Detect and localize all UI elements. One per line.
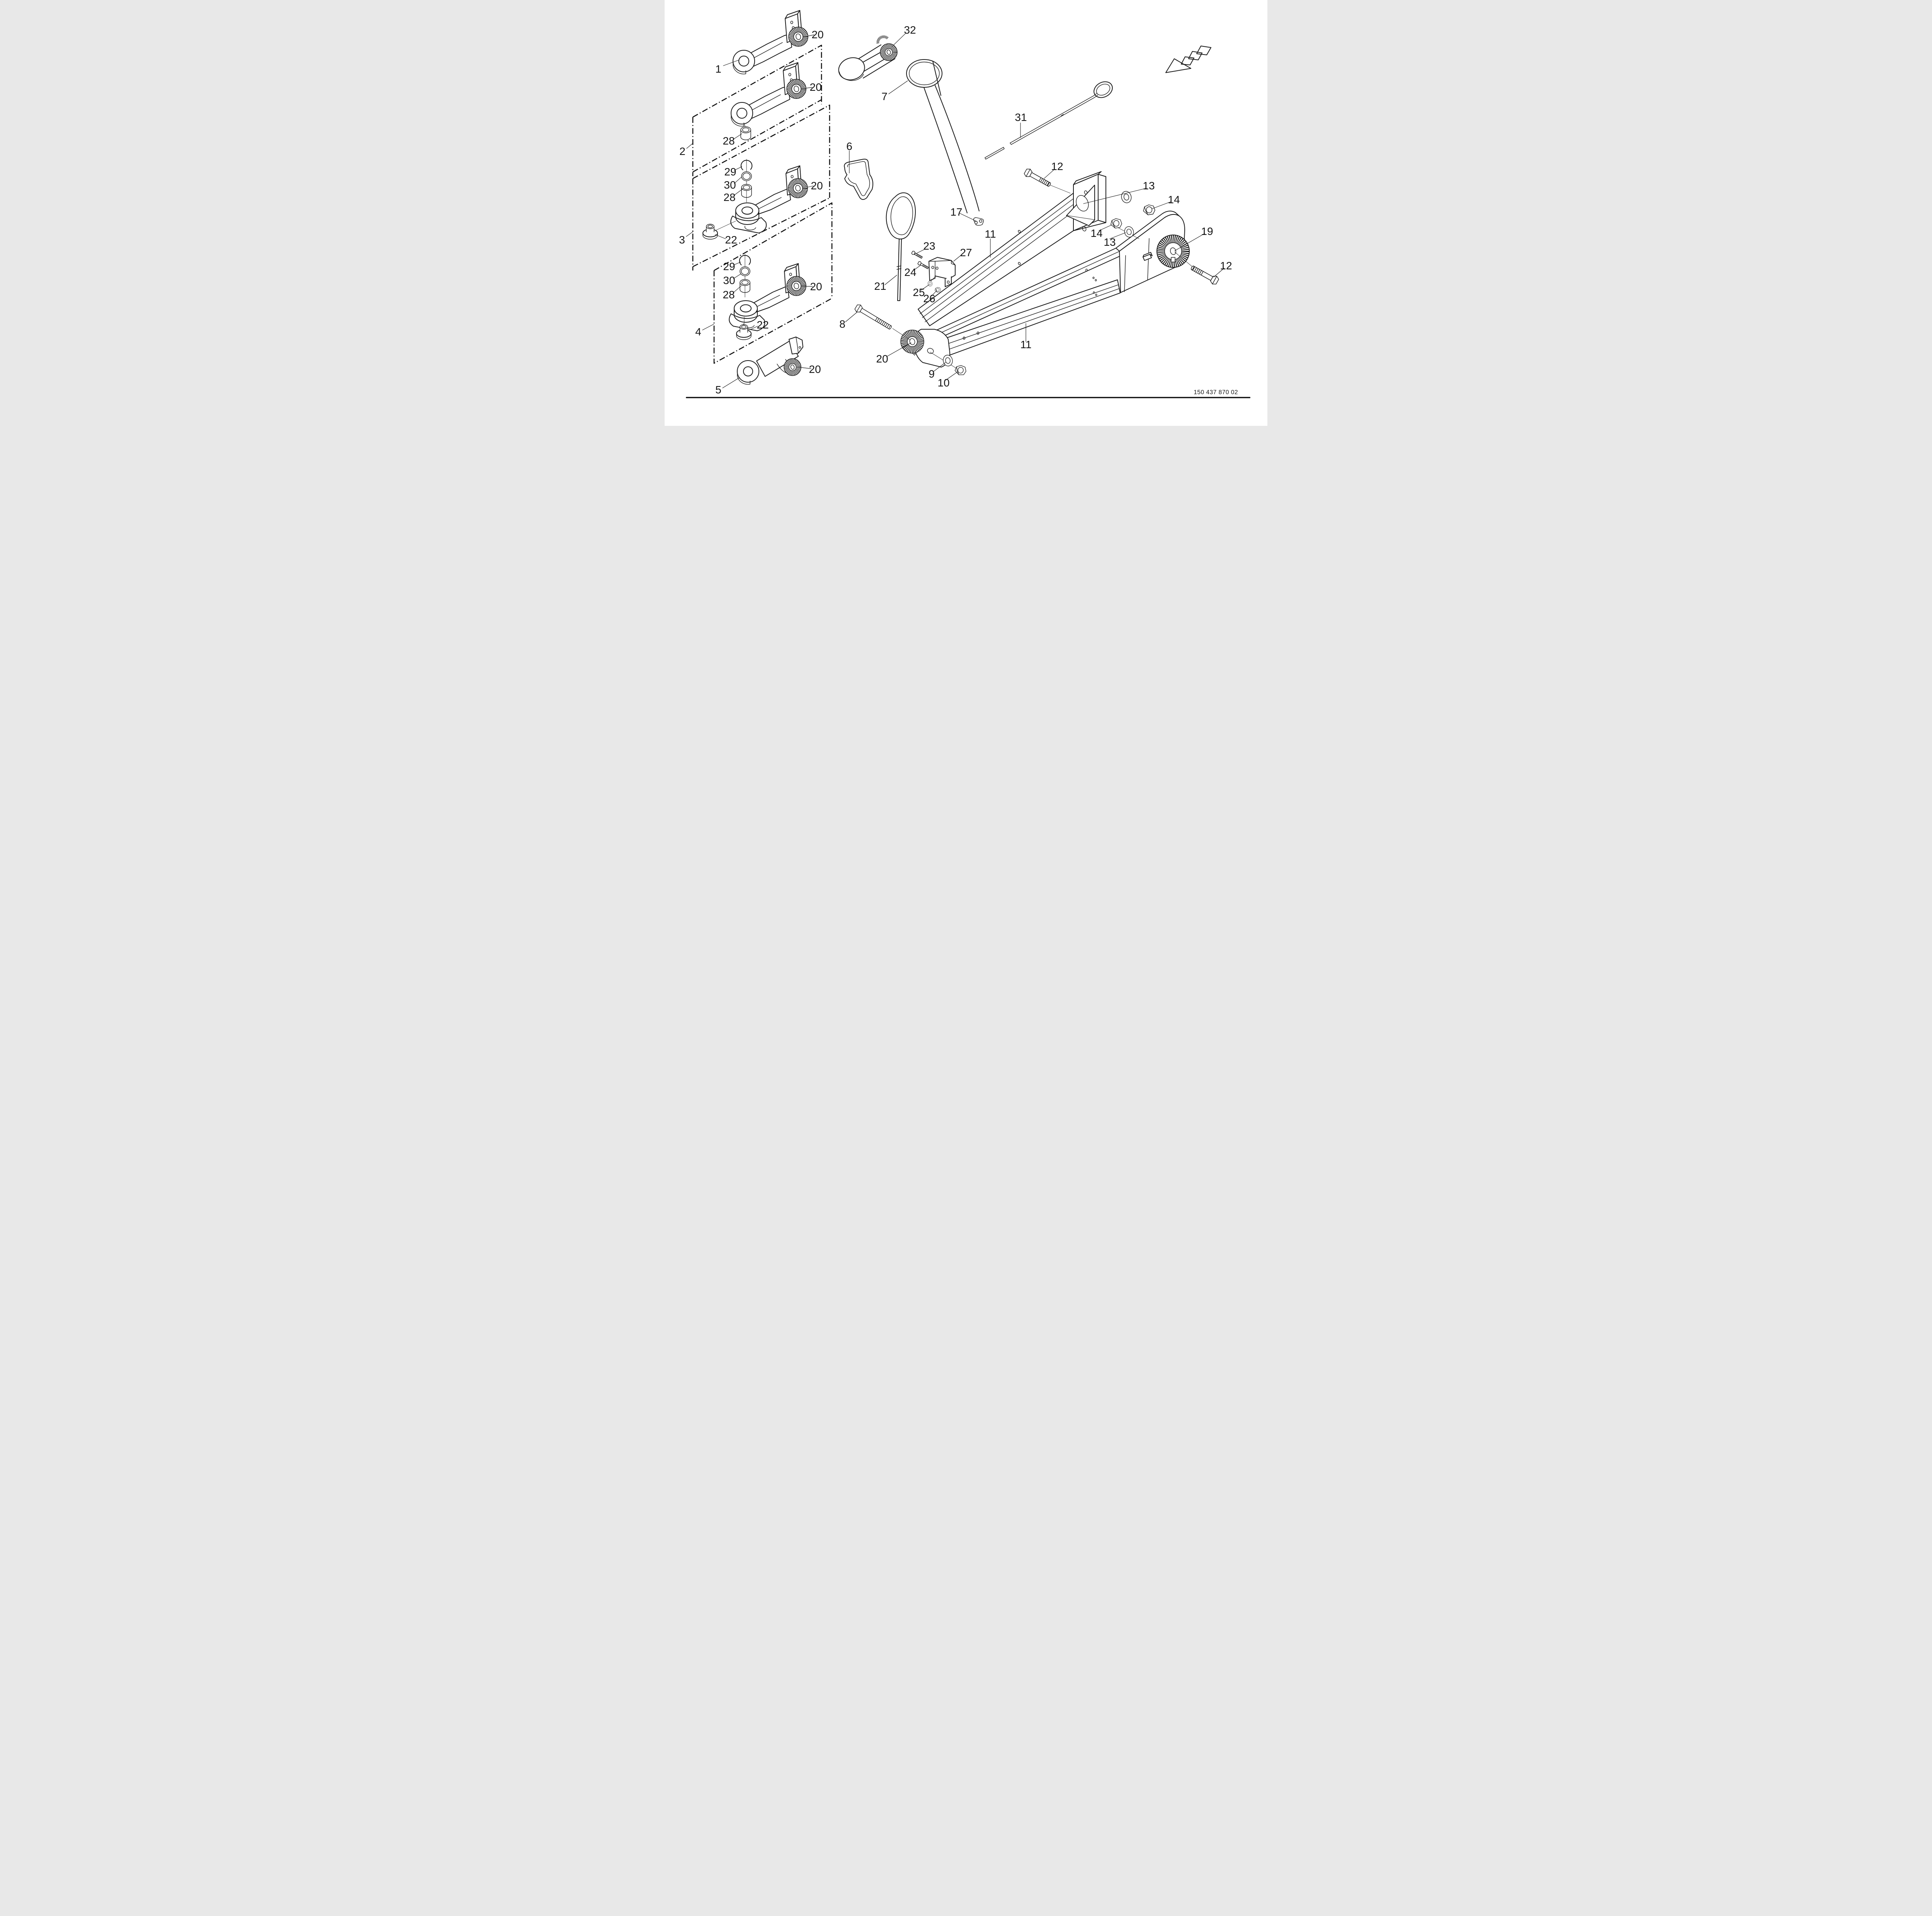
- part-12-bolt-top: [1023, 167, 1053, 189]
- callout-5: 5: [715, 384, 721, 396]
- callout-17: 17: [950, 206, 962, 218]
- part-14-nut-a: [1143, 204, 1155, 215]
- callout-14b: 14: [1090, 227, 1102, 239]
- travel-direction-icon: [1165, 46, 1211, 73]
- callout-20f: 20: [876, 353, 888, 365]
- group-box-3: [692, 104, 830, 271]
- callout-10: 10: [937, 377, 949, 389]
- part-24-bolt: [917, 260, 930, 270]
- callout-11a: 11: [985, 228, 996, 240]
- callout-12a: 12: [1051, 160, 1063, 172]
- callout-labels: 1 2 3 4 5 6 7 8 9 10 11 11 12 12 13 13 1…: [679, 24, 1232, 396]
- axis-line-bolt8: [892, 328, 911, 340]
- callout-28b: 28: [723, 191, 735, 203]
- part-17-cable-clamp: [973, 217, 984, 226]
- part-10-nut: [954, 364, 967, 376]
- part-23-bolt: [911, 250, 923, 260]
- part-6-wire-clip: [844, 158, 873, 200]
- callout-32: 32: [904, 24, 916, 36]
- part-31-pull-rod: [985, 81, 1113, 160]
- part-32-ball-coupling: [838, 35, 897, 81]
- exploded-parts-diagram: 1 2 3 4 5 6 7 8 9 10 11 11 12 12 13 13 1…: [665, 0, 1267, 426]
- callout-4: 4: [695, 326, 701, 338]
- callout-22b: 22: [757, 319, 769, 331]
- callout-7: 7: [881, 90, 888, 102]
- leader-lines: [686, 33, 1225, 388]
- part-27-bracket: [929, 257, 956, 287]
- callout-12b: 12: [1220, 260, 1232, 272]
- callout-13b: 13: [1104, 236, 1116, 248]
- part-13-washer-a: [1120, 190, 1133, 204]
- part-29-30-28-stack-group3: [741, 159, 752, 202]
- callout-20c: 20: [811, 180, 823, 192]
- callout-24: 24: [904, 266, 916, 278]
- callout-30b: 30: [723, 274, 735, 286]
- group-box-4: [713, 202, 833, 364]
- part-14-nut-b: [1111, 218, 1122, 229]
- footer-rule: [686, 397, 1250, 398]
- callout-2: 2: [679, 145, 685, 157]
- callout-29a: 29: [724, 166, 736, 178]
- parts-diagram-page: 1 2 3 4 5 6 7 8 9 10 11 11 12 12 13 13 1…: [665, 0, 1267, 426]
- part-8-bolt: [854, 303, 893, 332]
- callout-30a: 30: [724, 179, 736, 191]
- drawing-number: 150 437 870 02: [1194, 389, 1238, 396]
- axis-line-bolt12a: [1050, 185, 1071, 194]
- part-28-bushing-group2: [740, 124, 751, 140]
- callout-6: 6: [846, 140, 852, 152]
- callout-20e: 20: [809, 363, 821, 375]
- callout-20b: 20: [810, 81, 821, 93]
- part-5-drawbar-eye: [737, 337, 803, 385]
- callout-28c: 28: [723, 289, 735, 301]
- callout-22a: 22: [725, 234, 737, 246]
- group-box-2: [692, 44, 822, 176]
- axis-line-22a: [714, 221, 736, 231]
- callout-20a: 20: [811, 29, 823, 41]
- callout-25: 25: [913, 286, 925, 298]
- part-20-serrated-disc-pivot: [901, 330, 924, 353]
- callout-14a: 14: [1168, 194, 1180, 206]
- part-19-serrated-disc: [1157, 235, 1189, 267]
- callout-21: 21: [874, 280, 886, 292]
- callout-19: 19: [1201, 225, 1213, 237]
- callout-23: 23: [923, 240, 935, 252]
- callout-8: 8: [839, 318, 845, 330]
- callout-20d: 20: [810, 281, 822, 293]
- part-7-spring-pin: [906, 59, 980, 213]
- part-22-bushing-group3: [702, 224, 718, 240]
- callout-11b: 11: [1020, 339, 1031, 351]
- callout-3: 3: [679, 234, 685, 246]
- callout-1: 1: [715, 63, 721, 75]
- callout-27: 27: [960, 247, 972, 259]
- part-29-30-28-stack-group4: [740, 254, 750, 297]
- callout-29b: 29: [723, 260, 735, 272]
- part-11-pole-frame: [901, 171, 1189, 368]
- part-25-washer: [927, 280, 933, 287]
- callout-26: 26: [923, 293, 935, 305]
- callout-28a: 28: [723, 135, 735, 147]
- part-12-bolt-right: [1189, 263, 1220, 286]
- callout-9: 9: [929, 368, 935, 380]
- callout-13a: 13: [1143, 180, 1155, 192]
- part-21-handle-rod: [886, 192, 916, 301]
- callout-31: 31: [1015, 111, 1027, 123]
